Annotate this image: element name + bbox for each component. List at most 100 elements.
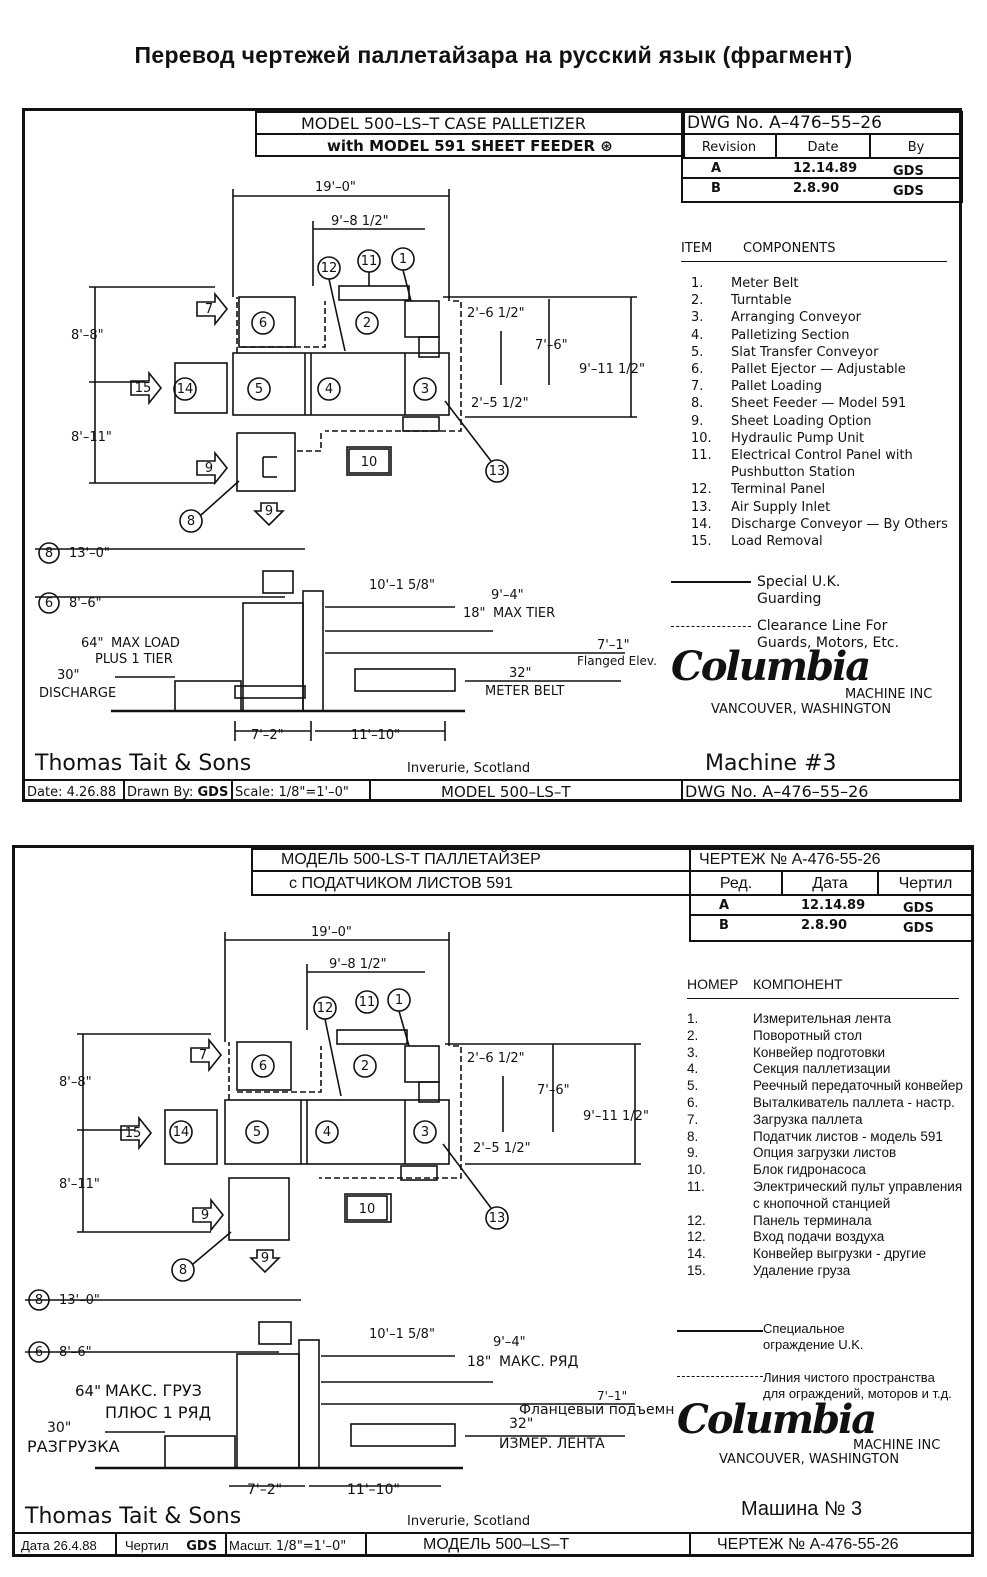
item-label: Конвейер выгрузки - другие [753,1246,927,1262]
ru-callout-11: 11 [359,995,376,1010]
ru-footer-sep-1 [115,1532,117,1556]
footer-date: Date: 4.26.88 [27,785,117,800]
item-number: 1. [687,1011,699,1026]
logo-city: VANCOUVER, WASHINGTON [711,702,892,717]
item-label: Податчик листов - модель 591 [753,1128,943,1144]
item-number: 2. [687,1027,699,1043]
item-label: Pallet Loading [731,379,822,395]
dim-10-1: 10'–1 5/8" [369,578,435,593]
ru-dwg-no-cell: ЧЕРТЕЖ № А-476-55-26 [689,848,974,872]
dim-7-2: 7'–2" [251,728,284,743]
footer-dwg-no: DWG No. A–476–55–26 [685,782,869,801]
ru-dim-64: 64" [75,1382,101,1400]
svg-text:2'–6 1/2": 2'–6 1/2" [467,1051,525,1066]
footer-sep-1 [123,779,125,801]
ru-meter-belt: ИЗМЕР. ЛЕНТА [499,1436,605,1452]
subtitle: with MODEL 591 SHEET FEEDER [327,137,596,155]
dim-8-6: 8'–6" [69,596,102,611]
ru-footer-drawn-by: Чертил GDS [125,1538,218,1554]
columbia-logo: Columbia [671,643,871,690]
footer-scale: Scale: 1/8"=1'–0" [235,785,349,800]
ru-dim-30: 30" [47,1420,71,1436]
ru-footer-date: Дата 26.4.88 [21,1538,97,1553]
item-label: Hydraulic Pump Unit [731,430,865,446]
callout-6: 6 [259,316,267,331]
item-label: Arranging Conveyor [731,310,861,326]
ru-footer-dwg-no: ЧЕРТЕЖ № А-476-55-26 [717,1536,899,1553]
callout-8-elev: 8 [45,546,53,561]
item-number: 15. [687,1263,706,1278]
item-number: 11. [687,1179,705,1194]
item-number: 9. [687,1145,699,1161]
ru-dim-7-1: 7'–1" [597,1389,627,1403]
ru-guarding-line [677,1330,763,1332]
item-label: Pallet Ejector — Adjustable [731,362,906,377]
ru-flanged-elev: Фланцевый подъемник [519,1402,675,1418]
ru-rev-row-a: A 12.14.89 GDS [689,894,974,916]
ru-callout-7: 7 [199,1048,207,1063]
components-divider [681,261,947,262]
item-header: ITEM [681,241,713,256]
max-load: MAX LOAD [111,636,180,651]
sheet-feeder-symbol-icon: ⊛ [600,137,613,155]
svg-text:13'–0": 13'–0" [59,1293,100,1308]
dim-9-8: 9'–8 1/2" [331,214,389,229]
item-number: 6. [691,362,704,377]
callout-4: 4 [325,382,333,397]
item-number: 15. [691,534,712,549]
item-label: Конвейер подготовки [753,1044,886,1060]
item-number: 8. [687,1128,699,1144]
callout-10: 10 [361,455,378,470]
max-tier: MAX TIER [493,606,555,621]
dim-9-11: 9'–11 1/2" [579,362,645,377]
ru-max-tier: МАКС. РЯД [499,1354,578,1370]
dim-30: 30" [57,668,80,683]
ru-company-name: Thomas Tait & Sons [25,1504,242,1529]
ru-discharge: РАЗГРУЗКА [27,1437,120,1456]
ru-rev-row-b: B 2.8.90 GDS [689,914,974,942]
ru-callout-3: 3 [421,1125,429,1140]
item-number: 13. [691,499,712,515]
dim-7-6: 7'–6" [535,338,568,353]
ru-footer-sep-2 [225,1532,227,1556]
item-label: с кнопочной станцией [753,1195,891,1211]
item-label: Terminal Panel [731,482,826,498]
ru-callout-10: 10 [359,1202,376,1217]
ru-callout-12: 12 [317,1001,334,1016]
ru-callout-4: 4 [323,1125,331,1140]
company-location: Inverurie, Scotland [407,761,531,776]
ru-machine-number: Машина № 3 [741,1498,863,1520]
ru-footer-sep-3 [365,1532,367,1556]
ru-logo-city: VANCOUVER, WASHINGTON [719,1452,900,1467]
item-label: Palletizing Section [731,327,850,343]
subtitle-cell: with MODEL 591 SHEET FEEDER ⊛ [255,133,685,157]
ru-callout-2: 2 [361,1059,369,1074]
item-number: 12. [687,1212,706,1228]
footer-model: MODEL 500–LS–T [441,783,571,801]
rev-header-by: By [869,133,963,159]
ru-columbia-logo: Columbia [677,1396,877,1443]
item-number: 10. [691,430,712,446]
item-number: 8. [691,396,704,412]
dim-19: 19'–0" [315,180,356,195]
svg-text:2'–5 1/2": 2'–5 1/2" [473,1141,531,1156]
callout-7: 7 [205,302,213,317]
flanged-elev: Flanged Elev. [577,654,657,668]
ru-max-load: МАКС. ГРУЗ [105,1381,202,1400]
dim-9-4: 9'–4" [491,588,524,603]
legend-guarding: Special U.K.Guarding [757,574,841,607]
ru-components-divider [687,998,959,999]
dim-2-6: 2'–6 1/2" [467,306,525,321]
ru-rev-header-date: Дата [781,870,879,896]
dim-32: 32" [509,666,532,681]
ru-callout-14: 14 [173,1125,190,1140]
item-label: Секция паллетизации [753,1061,891,1077]
ru-footer-divider [15,1532,973,1534]
item-number: 5. [691,344,704,360]
item-label: Turntable [731,293,792,309]
svg-text:19'–0": 19'–0" [311,925,352,940]
model-title: MODEL 500–LS–T CASE PALLETIZER [301,114,586,133]
